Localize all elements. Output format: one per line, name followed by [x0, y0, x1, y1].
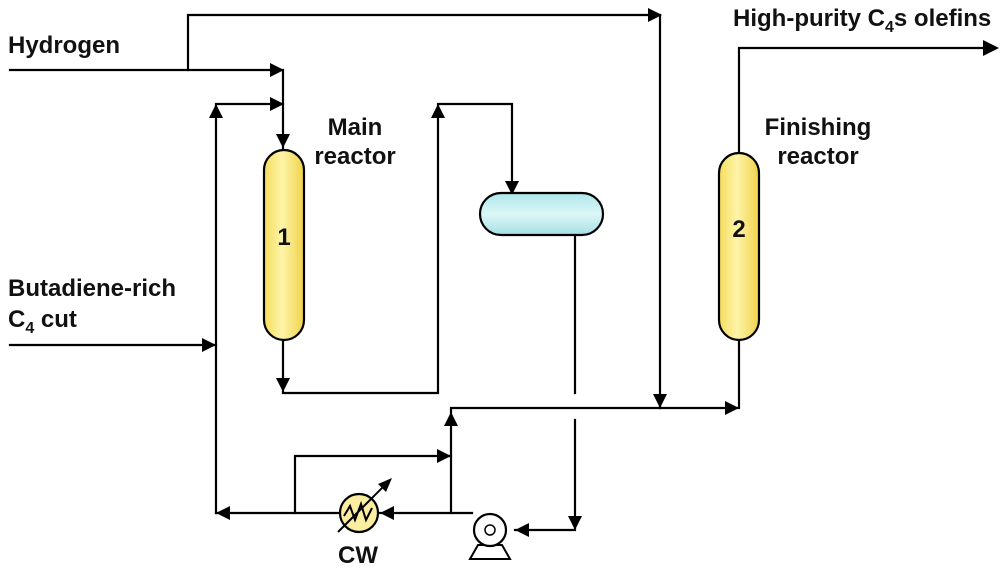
main-reactor-label-line1: Main — [328, 114, 383, 141]
finishing-reactor-vessel — [717, 151, 761, 342]
main-reactor-vessel — [262, 148, 306, 342]
separator-liquid-line-lower — [513, 418, 577, 532]
arrow-down — [568, 516, 582, 530]
arrow-down — [505, 181, 519, 195]
main-reactor-number: 1 — [277, 224, 290, 251]
arrow-right — [983, 40, 999, 56]
finishing-reactor-number: 2 — [732, 216, 745, 243]
arrow-right — [648, 8, 662, 22]
arrow-down — [653, 394, 667, 408]
separator-drum — [478, 191, 605, 237]
cooler-label: CW — [338, 542, 378, 569]
arrow-right — [202, 338, 216, 352]
finishing-reactor-label-line1: Finishing — [765, 114, 872, 141]
c4-cut-label: C4 cut — [8, 306, 77, 337]
finishing-reactor-label-line2: reactor — [777, 143, 858, 170]
arrow-down — [276, 134, 290, 148]
main-reactor-label-line2: reactor — [314, 143, 395, 170]
butadiene-feed-label: Butadiene-rich — [8, 275, 176, 302]
cooler-bypass-line — [293, 454, 453, 515]
pump-discharge-line — [449, 340, 741, 515]
hydrogen-feed-line — [8, 68, 285, 150]
flow-arrows — [202, 8, 999, 537]
product-line — [737, 46, 987, 157]
arrow-right — [270, 97, 284, 111]
arrow-left — [216, 506, 230, 520]
cooling-water-exchanger — [337, 478, 392, 534]
recycle-pump — [468, 512, 512, 560]
arrow-down — [276, 378, 290, 392]
arrow-up — [444, 412, 458, 426]
arrow-left — [515, 523, 529, 537]
product-label: High-purity C4s olefins — [733, 5, 991, 36]
hydrogen-label: Hydrogen — [8, 32, 120, 59]
arrow-up — [209, 104, 223, 118]
arrow-right — [270, 63, 284, 77]
arrow-right — [437, 449, 451, 463]
arrow-left — [380, 506, 394, 520]
arrow-up — [431, 104, 445, 118]
hydrogen-bypass-line — [186, 13, 662, 410]
arrow-right — [725, 401, 739, 415]
